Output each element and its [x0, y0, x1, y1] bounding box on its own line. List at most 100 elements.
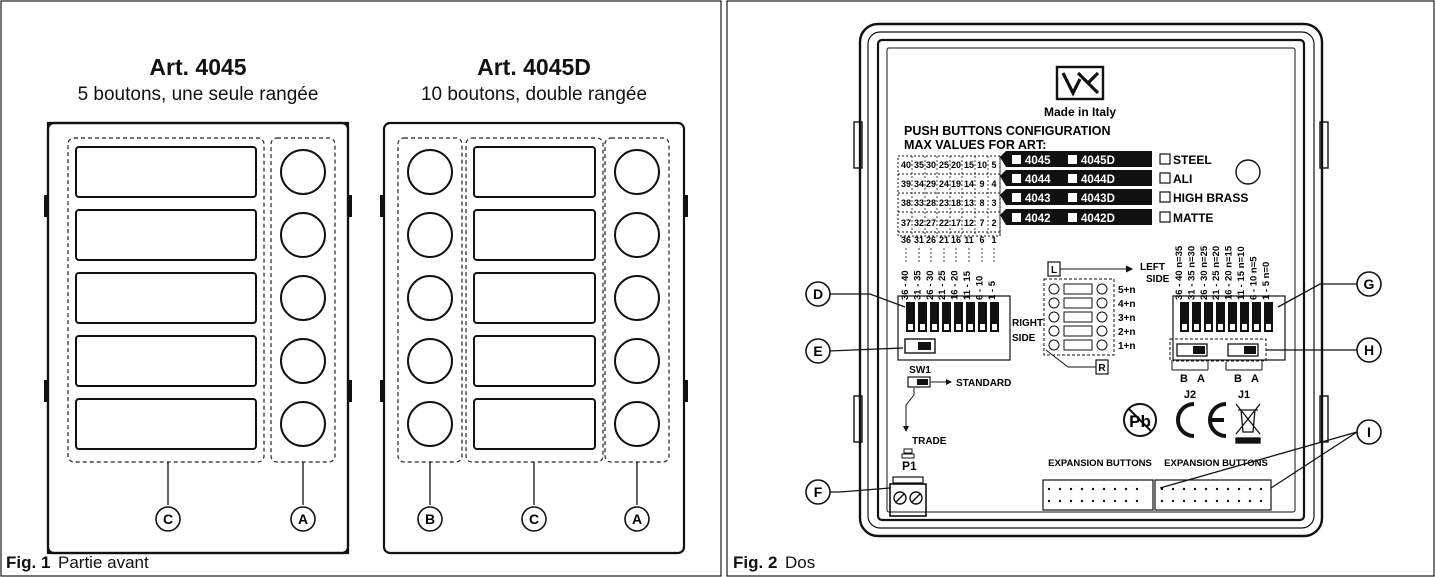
label-slot [473, 272, 596, 324]
standard-label: STANDARD [956, 378, 1011, 389]
fig1-number: Fig. 1 [6, 553, 51, 572]
vx-logo-icon [1055, 65, 1105, 101]
table-cell: 26 [926, 235, 936, 245]
art-number: 4043 [1025, 193, 1051, 205]
range-label-n: 36 - 40 n=35 [1174, 245, 1185, 300]
table-cell: 15 [964, 160, 974, 170]
trade-label: TRADE [912, 436, 947, 447]
weee-bin-icon [1235, 403, 1261, 444]
sw1-switch [907, 376, 931, 388]
table-cell: 11 [964, 235, 974, 245]
mini-panel [1043, 278, 1115, 356]
fig1-frame [0, 0, 722, 577]
callout-d: D [805, 281, 831, 307]
table-cell: 34 [914, 179, 924, 189]
table-cell: 32 [914, 218, 924, 228]
svg-text:A: A [632, 511, 642, 527]
table-cell: 7 [979, 218, 984, 228]
label-slot [75, 335, 257, 387]
art-number-d: 4045D [1081, 155, 1115, 167]
n-label: 3+n [1118, 313, 1136, 324]
subtitle-art-4045d: 10 boutons, double rangée [420, 84, 648, 105]
table-cell: 17 [951, 218, 961, 228]
svg-text:A: A [298, 511, 308, 527]
callout-b: B [417, 506, 443, 532]
subtitle-art-4045: 5 boutons, une seule rangée [77, 84, 319, 105]
push-button [407, 338, 453, 384]
n-label: 5+n [1118, 285, 1136, 296]
title-art-4045d: Art. 4045D [477, 54, 591, 80]
table-cell: 36 [901, 235, 911, 245]
callout-g: G [1356, 271, 1382, 297]
callout-h: H [1356, 337, 1382, 363]
push-button [280, 401, 326, 447]
table-cell: 19 [951, 179, 961, 189]
label-slot [473, 146, 596, 198]
title-art-4045: Art. 4045 [149, 54, 247, 80]
fig2-frame [726, 0, 1435, 577]
push-button [280, 338, 326, 384]
range-label: 11 - 15 [962, 270, 973, 300]
made-in-italy: Made in Italy [1044, 105, 1116, 119]
table-cell: 4 [991, 179, 996, 189]
table-cell: 1 [991, 235, 996, 245]
range-label-n: 21 - 25 n=20 [1211, 246, 1222, 300]
art-number: 4042 [1025, 213, 1051, 225]
svg-text:E: E [813, 343, 822, 359]
table-cell: 27 [926, 218, 936, 228]
svg-text:C: C [163, 511, 173, 527]
art-number: 4045 [1025, 155, 1051, 167]
svg-text:I: I [1367, 424, 1371, 440]
right-side-1: RIGHT [1012, 318, 1043, 329]
finish-option: HIGH BRASS [1173, 191, 1248, 205]
art-number-d: 4044D [1081, 174, 1115, 186]
table-cell: 39 [901, 179, 911, 189]
expansion-label-1: EXPANSION BUTTONS [1048, 458, 1152, 469]
push-button [407, 149, 453, 195]
range-label-n: 1 - 5 n=0 [1261, 262, 1272, 300]
table-cell: 9 [979, 179, 984, 189]
fig1-leaders [167, 462, 638, 505]
callout-a: A [290, 506, 316, 532]
expansion-label-2: EXPANSION BUTTONS [1164, 458, 1268, 469]
push-button [614, 401, 660, 447]
table-cell: 6 [979, 235, 984, 245]
table-cell: 3 [991, 198, 996, 208]
table-cell: 12 [964, 218, 974, 228]
back-housing [853, 22, 1329, 538]
letter-l: L [1051, 265, 1057, 276]
table-cell: 28 [926, 198, 936, 208]
push-button [407, 275, 453, 321]
label-slot [473, 209, 596, 261]
fig1-buttons [75, 146, 660, 450]
expansion-connector-2 [1154, 479, 1272, 511]
fig2-callouts: D E F G H I [805, 271, 1382, 505]
jumper-b-label: B [1180, 373, 1188, 385]
terminal-block [889, 476, 927, 517]
label-slot [473, 335, 596, 387]
svg-text:C: C [529, 511, 539, 527]
svg-text:F: F [814, 484, 823, 500]
dip-switch-d [897, 295, 1011, 361]
push-button [614, 149, 660, 195]
left-side-2: SIDE [1146, 274, 1170, 285]
svg-text:D: D [813, 286, 823, 302]
table-cell: 37 [901, 218, 911, 228]
finish-option: MATTE [1173, 211, 1213, 225]
n-label: 1+n [1118, 341, 1136, 352]
label-slot [75, 272, 257, 324]
n-label: 2+n [1118, 327, 1136, 338]
config-subtitle: MAX VALUES FOR ART: [904, 138, 1046, 152]
table-cell: 30 [926, 160, 936, 170]
title-left: Art. 4045 5 boutons, une seule rangée [38, 54, 358, 106]
table-cell: 25 [939, 160, 949, 170]
range-label-n: 26 - 30 n=25 [1199, 245, 1210, 300]
range-label: 6 - 10 [974, 276, 985, 300]
callout-c: C [155, 506, 181, 532]
pb-free-icon: Pb [1123, 403, 1157, 437]
push-button [614, 275, 660, 321]
